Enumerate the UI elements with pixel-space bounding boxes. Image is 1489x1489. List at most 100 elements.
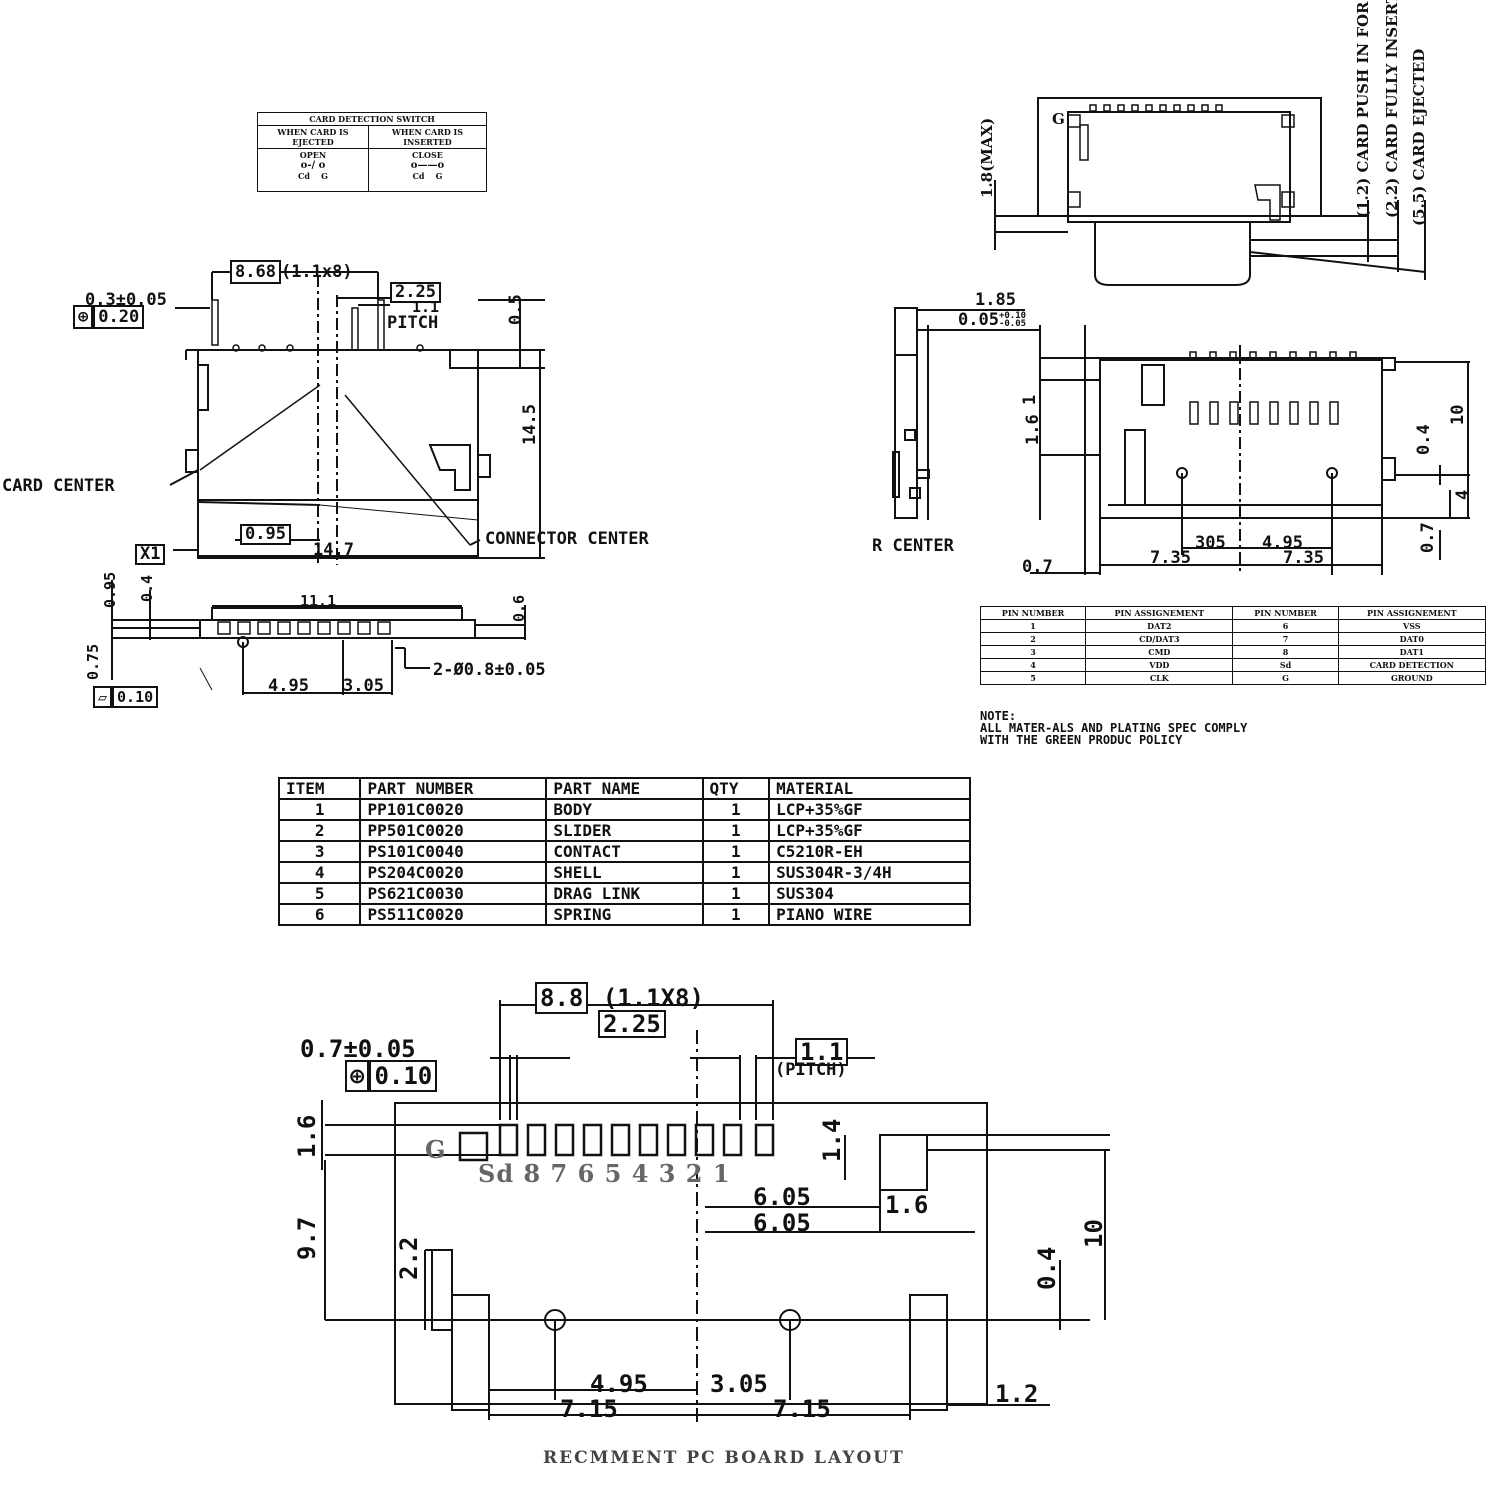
rv-tol-up: +0.10 xyxy=(998,311,1027,321)
pcb-caption: RECMMENT PC BOARD LAYOUT xyxy=(543,1448,905,1468)
bom-cell: 1 xyxy=(701,819,771,842)
pin-cell: 6 xyxy=(1232,619,1339,633)
pin-cell: DAT2 xyxy=(1085,619,1234,633)
card-ejected-label: (5.5) CARD EJECTED xyxy=(1410,48,1428,226)
rv-center-label: R CENTER xyxy=(872,536,954,556)
rv-dim-1: 1 xyxy=(1020,394,1040,405)
side-dim-095: 0.95 xyxy=(101,571,119,608)
pin-cell: DAT0 xyxy=(1337,632,1487,646)
cd-title: CARD DETECTION SWITCH xyxy=(257,112,487,126)
pcb-dim-225: 2.25 xyxy=(598,1010,666,1038)
bom-cell: 1 xyxy=(701,882,771,905)
card-fully-label: (2.2) CARD FULLY INSERTED xyxy=(1383,0,1401,218)
pcb-dim-offset: 0.7±0.05 xyxy=(300,1035,416,1063)
flatness-icon: ▱ xyxy=(93,686,113,708)
pcb-tolerance-value: 0.10 xyxy=(369,1060,438,1092)
pitch-label: PITCH xyxy=(387,313,439,333)
pcb-dim-605a: 6.05 xyxy=(753,1183,811,1211)
pcb-dim-605b: 6.05 xyxy=(753,1209,811,1237)
bom-cell: SPRING xyxy=(545,903,704,926)
rv-dim-07b: 0.7 xyxy=(1418,522,1438,553)
rv-dim-07: 0.7 xyxy=(1022,557,1053,577)
pcb-dim-12: 1.2 xyxy=(995,1380,1039,1408)
rv-dim-305: 305 xyxy=(1195,533,1226,553)
bom-header: QTY xyxy=(701,777,771,800)
bom-cell: 1 xyxy=(701,840,771,863)
pin-cell: VDD xyxy=(1085,658,1234,672)
pcb-dim-88: 8.8 xyxy=(535,982,589,1014)
bom-cell: PIANO WIRE xyxy=(768,903,971,926)
pcb-dim-88-formula: (1.1X8) xyxy=(602,984,704,1012)
rv-dim-495: 4.95 xyxy=(1262,533,1303,553)
cd-ejected-header: WHEN CARD IS EJECTED xyxy=(257,125,369,149)
side-dim-111: 11.1 xyxy=(300,592,337,610)
bom-cell: PS101C0040 xyxy=(359,840,548,863)
bom-cell: PS621C0030 xyxy=(359,882,548,905)
rv-dim-185: 1.85 xyxy=(975,290,1016,310)
pcb-dim-14: 1.4 xyxy=(818,1118,846,1162)
pcb-pin-labels: Sd 8 7 6 5 4 3 2 1 xyxy=(478,1159,731,1188)
bom-cell: 4 xyxy=(277,861,362,884)
cd-label: Cd xyxy=(298,171,310,181)
cd-inserted-header: WHEN CARD IS INSERTED xyxy=(367,125,488,149)
pin-cell: CD/DAT3 xyxy=(1085,632,1234,646)
pcb-dim-715a: 7.15 xyxy=(560,1395,618,1423)
pcb-dim-16: 1.6 xyxy=(293,1114,321,1158)
note-title: NOTE: xyxy=(980,709,1017,723)
bom-cell: SLIDER xyxy=(545,819,704,842)
bom-cell: LCP+35%GF xyxy=(768,819,971,842)
note-line: ALL MATER-ALS AND PLATING SPEC COMPLY xyxy=(980,721,1248,735)
pcb-outline xyxy=(394,1102,988,1405)
dim-145: 14.5 xyxy=(520,404,540,445)
pin-cell: 8 xyxy=(1232,645,1339,659)
bom-cell: SUS304R-3/4H xyxy=(768,861,971,884)
rv-dim-005: 0.05 xyxy=(958,310,999,330)
pcb-dim-305: 3.05 xyxy=(710,1370,768,1398)
rv-dim-4: 4 xyxy=(1453,489,1473,500)
side-dim-495: 4.95 xyxy=(268,676,309,696)
cd-ejected-state: OPEN xyxy=(299,150,327,160)
holes-dim: 2-Ø0.8±0.05 xyxy=(433,660,546,680)
pcb-dim-pitch: 1.1 xyxy=(795,1038,849,1066)
pin-cell: 5 xyxy=(979,671,1087,685)
rv-dim-16: 1.6 xyxy=(1023,414,1043,445)
pcb-pitch-label: (PITCH) xyxy=(775,1060,847,1080)
pin-header: PIN NUMBER xyxy=(979,606,1087,620)
bom-cell: 6 xyxy=(277,903,362,926)
pin-cell: 4 xyxy=(979,658,1087,672)
pin-cell: 2 xyxy=(979,632,1087,646)
rv-dim-10: 10 xyxy=(1448,404,1468,425)
bom-cell: 1 xyxy=(701,903,771,926)
tolerance-value: 0.20 xyxy=(93,305,145,329)
pin-cell: CARD DETECTION xyxy=(1337,658,1487,672)
bom-cell: 1 xyxy=(701,798,771,821)
dim-pitch: 1.1 xyxy=(412,298,440,316)
dim-225: 2.25 xyxy=(390,282,441,303)
flatness-value: 0.10 xyxy=(112,686,159,708)
note-block: NOTE: ALL MATER-ALS AND PLATING SPEC COM… xyxy=(980,710,1247,746)
pcb-dim-495: 4.95 xyxy=(590,1370,648,1398)
max-height: 1.8(MAX) xyxy=(978,117,996,198)
pin-cell: 3 xyxy=(979,645,1087,659)
bom-header: MATERIAL xyxy=(768,777,971,800)
bom-cell: PP501C0020 xyxy=(359,819,548,842)
side-dim-04: 0.4 xyxy=(138,574,156,602)
bom-cell: BODY xyxy=(545,798,704,821)
connector-center-label: CONNECTOR CENTER xyxy=(485,529,649,549)
open-switch-icon: o-/ o xyxy=(300,160,326,171)
bom-cell: 1 xyxy=(277,798,362,821)
bom-header: PART NUMBER xyxy=(359,777,548,800)
g-label: G xyxy=(435,171,443,181)
pin-cell: Sd xyxy=(1232,658,1339,672)
pin-assignment-table: PIN NUMBER PIN ASSIGNEMENT PIN NUMBER PI… xyxy=(979,606,1487,685)
bom-cell: CONTACT xyxy=(545,840,704,863)
pin-cell: CLK xyxy=(1085,671,1234,685)
pin-cell: GROUND xyxy=(1337,671,1487,685)
bom-cell: SHELL xyxy=(545,861,704,884)
pcb-dim-16b: 1.6 xyxy=(885,1191,929,1219)
